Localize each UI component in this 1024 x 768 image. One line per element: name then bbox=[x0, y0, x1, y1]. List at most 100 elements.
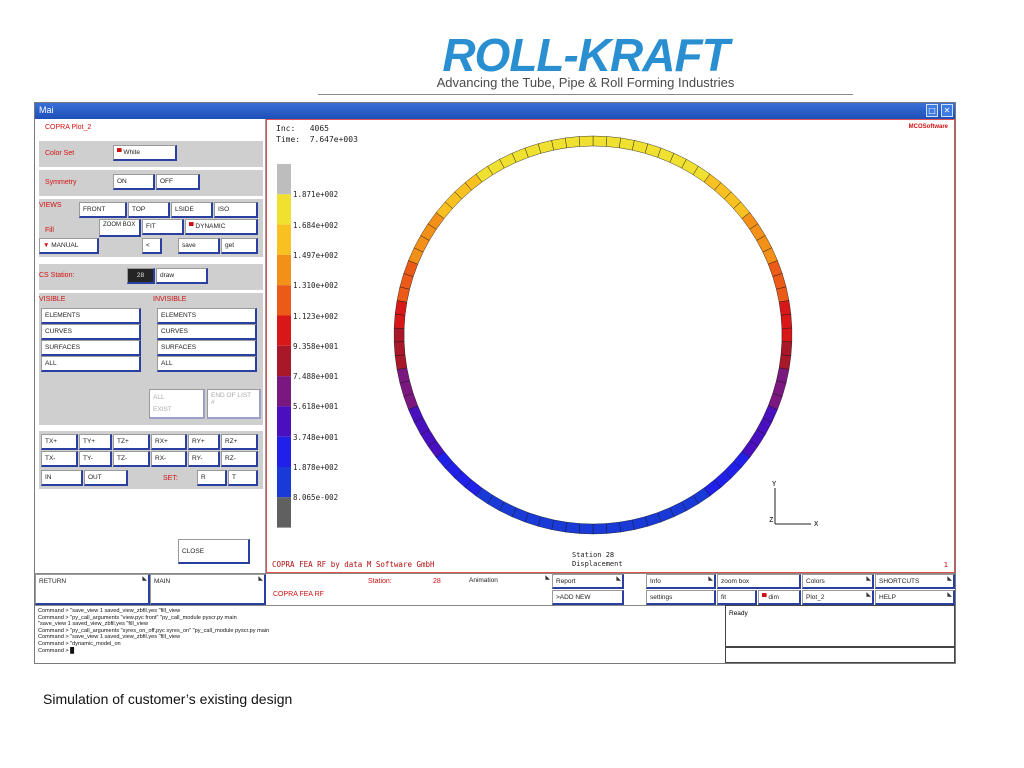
symmetry-label: Symmetry bbox=[45, 179, 77, 186]
ring-element bbox=[778, 354, 792, 370]
cs-station-label: CS Station: bbox=[39, 272, 75, 279]
logo-name: ROLL-KRAFT bbox=[442, 29, 729, 81]
invisible-all-button[interactable]: ALL bbox=[157, 356, 257, 372]
color-set-select[interactable]: ▀ White bbox=[113, 145, 177, 161]
invisible-curves-button[interactable]: CURVES bbox=[157, 324, 257, 340]
zoom-box-button[interactable]: ZOOM BOX bbox=[99, 219, 141, 237]
set-t-button[interactable]: T bbox=[228, 470, 258, 486]
draw-button[interactable]: draw bbox=[156, 268, 208, 284]
zoom-box-tool[interactable]: zoom box bbox=[717, 574, 801, 589]
legend-swatch bbox=[277, 406, 291, 437]
help-menu[interactable]: HELP◣ bbox=[875, 590, 955, 605]
ring-element bbox=[578, 135, 594, 147]
legend-swatch bbox=[277, 436, 291, 467]
legend-label: 1.497e+002 bbox=[293, 250, 339, 260]
visible-surfaces-button[interactable]: SURFACES bbox=[41, 340, 141, 356]
previous-view-button[interactable]: < bbox=[142, 238, 162, 254]
axis-x-label: X bbox=[814, 520, 819, 528]
visible-all-button[interactable]: ALL bbox=[41, 356, 141, 372]
invisible-label: INVISIBLE bbox=[153, 296, 187, 303]
return-button[interactable]: RETURN◣ bbox=[35, 574, 150, 605]
close-button[interactable]: CLOSE bbox=[178, 539, 250, 564]
cs-station-input[interactable]: 28 bbox=[127, 268, 155, 284]
legend-swatch bbox=[277, 285, 291, 316]
legend-label: 1.871e+002 bbox=[293, 190, 339, 200]
legend-label: 1.684e+002 bbox=[293, 220, 339, 230]
invisible-surfaces-button[interactable]: SURFACES bbox=[157, 340, 257, 356]
tz-minus-button[interactable]: TZ- bbox=[113, 451, 150, 467]
console-line: Command > "save_view 1 saved_view_zbfil.… bbox=[38, 634, 181, 641]
fit-tool[interactable]: fit bbox=[717, 590, 757, 605]
invisible-elements-button[interactable]: ELEMENTS bbox=[157, 308, 257, 324]
console-line: Command > "py_call_arguments "syres_on_o… bbox=[38, 627, 270, 634]
pipe-ring-plot bbox=[393, 135, 793, 535]
ry-minus-button[interactable]: RY- bbox=[188, 451, 220, 467]
legend-label: 5.618e+001 bbox=[293, 402, 339, 412]
ry-plus-button[interactable]: RY+ bbox=[188, 434, 220, 450]
settings-button[interactable]: settings bbox=[646, 590, 716, 605]
ty-plus-button[interactable]: TY+ bbox=[79, 434, 112, 450]
set-r-button[interactable]: R bbox=[197, 470, 227, 486]
symmetry-off-button[interactable]: OFF bbox=[156, 174, 200, 190]
symmetry-on-button[interactable]: ON bbox=[113, 174, 155, 190]
plot2-select[interactable]: Plot_2◣ bbox=[802, 590, 874, 605]
legend-swatch bbox=[277, 467, 291, 498]
console-line: Command > "dynamic_model_on bbox=[38, 640, 121, 647]
axis-triad: Y X Z bbox=[769, 480, 819, 528]
view-iso-button[interactable]: ISO bbox=[214, 202, 258, 218]
status-input[interactable] bbox=[725, 647, 955, 663]
legend-swatch bbox=[277, 497, 291, 528]
viewport-credit: COPRA FEA RF by data M Software GmbH bbox=[272, 560, 435, 569]
rz-minus-button[interactable]: RZ- bbox=[221, 451, 258, 467]
plot-title: COPRA Plot_2 bbox=[45, 124, 92, 131]
animation-menu[interactable]: Animation◣ bbox=[469, 574, 550, 584]
view-front-button[interactable]: FRONT bbox=[79, 202, 127, 218]
info-menu[interactable]: Info◣ bbox=[646, 574, 716, 589]
legend-label: 7.488e+001 bbox=[293, 372, 339, 382]
ring-element bbox=[396, 286, 410, 303]
ring-element bbox=[780, 313, 793, 329]
save-view-button[interactable]: save bbox=[178, 238, 220, 254]
ring-element bbox=[632, 516, 649, 530]
report-menu[interactable]: Report◣ bbox=[552, 574, 624, 589]
view-top-button[interactable]: TOP bbox=[128, 202, 170, 218]
graphics-viewport[interactable]: Inc: 4065 Time: 7.647e+003 MCOSoftware 1… bbox=[266, 119, 955, 573]
manual-toggle[interactable]: ▼ MANUAL bbox=[39, 238, 99, 254]
colors-menu[interactable]: Colors◣ bbox=[802, 574, 874, 589]
roll-kraft-logo: ROLL-KRAFT Advancing the Tube, Pipe & Ro… bbox=[318, 28, 853, 96]
copra-fea-label: COPRA FEA RF bbox=[273, 591, 324, 598]
rz-plus-button[interactable]: RZ+ bbox=[221, 434, 258, 450]
get-view-button[interactable]: get bbox=[221, 238, 258, 254]
visible-curves-button[interactable]: CURVES bbox=[41, 324, 141, 340]
in-button[interactable]: IN bbox=[41, 470, 83, 486]
shortcuts-menu[interactable]: SHORTCUTS◣ bbox=[875, 574, 955, 589]
ring-element bbox=[393, 341, 406, 357]
bottom-toolbar: RETURN◣ MAIN◣ Station: 28 COPRA FEA RF A… bbox=[35, 573, 955, 605]
tx-plus-button[interactable]: TX+ bbox=[41, 434, 78, 450]
dim-toggle[interactable]: ▀ dim bbox=[758, 590, 801, 605]
fit-button[interactable]: FIT bbox=[142, 219, 184, 235]
maximize-icon[interactable]: □ bbox=[926, 104, 938, 117]
rx-minus-button[interactable]: RX- bbox=[151, 451, 187, 467]
window-titlebar: Mai □ ✕ bbox=[35, 103, 955, 119]
view-lside-button[interactable]: LSIDE bbox=[171, 202, 213, 218]
out-button[interactable]: OUT bbox=[84, 470, 128, 486]
ring-element bbox=[778, 300, 792, 316]
ty-minus-button[interactable]: TY- bbox=[79, 451, 112, 467]
console-line: Command > "py_call_arguments "view.pyc f… bbox=[38, 614, 237, 621]
legend-swatch bbox=[277, 164, 291, 195]
tx-minus-button[interactable]: TX- bbox=[41, 451, 78, 467]
main-button[interactable]: MAIN◣ bbox=[150, 574, 266, 605]
add-new-button[interactable]: >ADD NEW bbox=[552, 590, 624, 605]
legend-label: 9.358e+001 bbox=[293, 341, 339, 351]
ring-element bbox=[605, 136, 621, 149]
visible-elements-button[interactable]: ELEMENTS bbox=[41, 308, 141, 324]
command-console[interactable]: Command > "save_view 1 saved_view_zbfil.… bbox=[35, 605, 725, 663]
rx-plus-button[interactable]: RX+ bbox=[151, 434, 187, 450]
tz-plus-button[interactable]: TZ+ bbox=[113, 434, 150, 450]
dynamic-toggle[interactable]: ▀ DYNAMIC bbox=[185, 219, 258, 235]
close-window-icon[interactable]: ✕ bbox=[941, 104, 953, 117]
legend-swatch bbox=[277, 194, 291, 225]
